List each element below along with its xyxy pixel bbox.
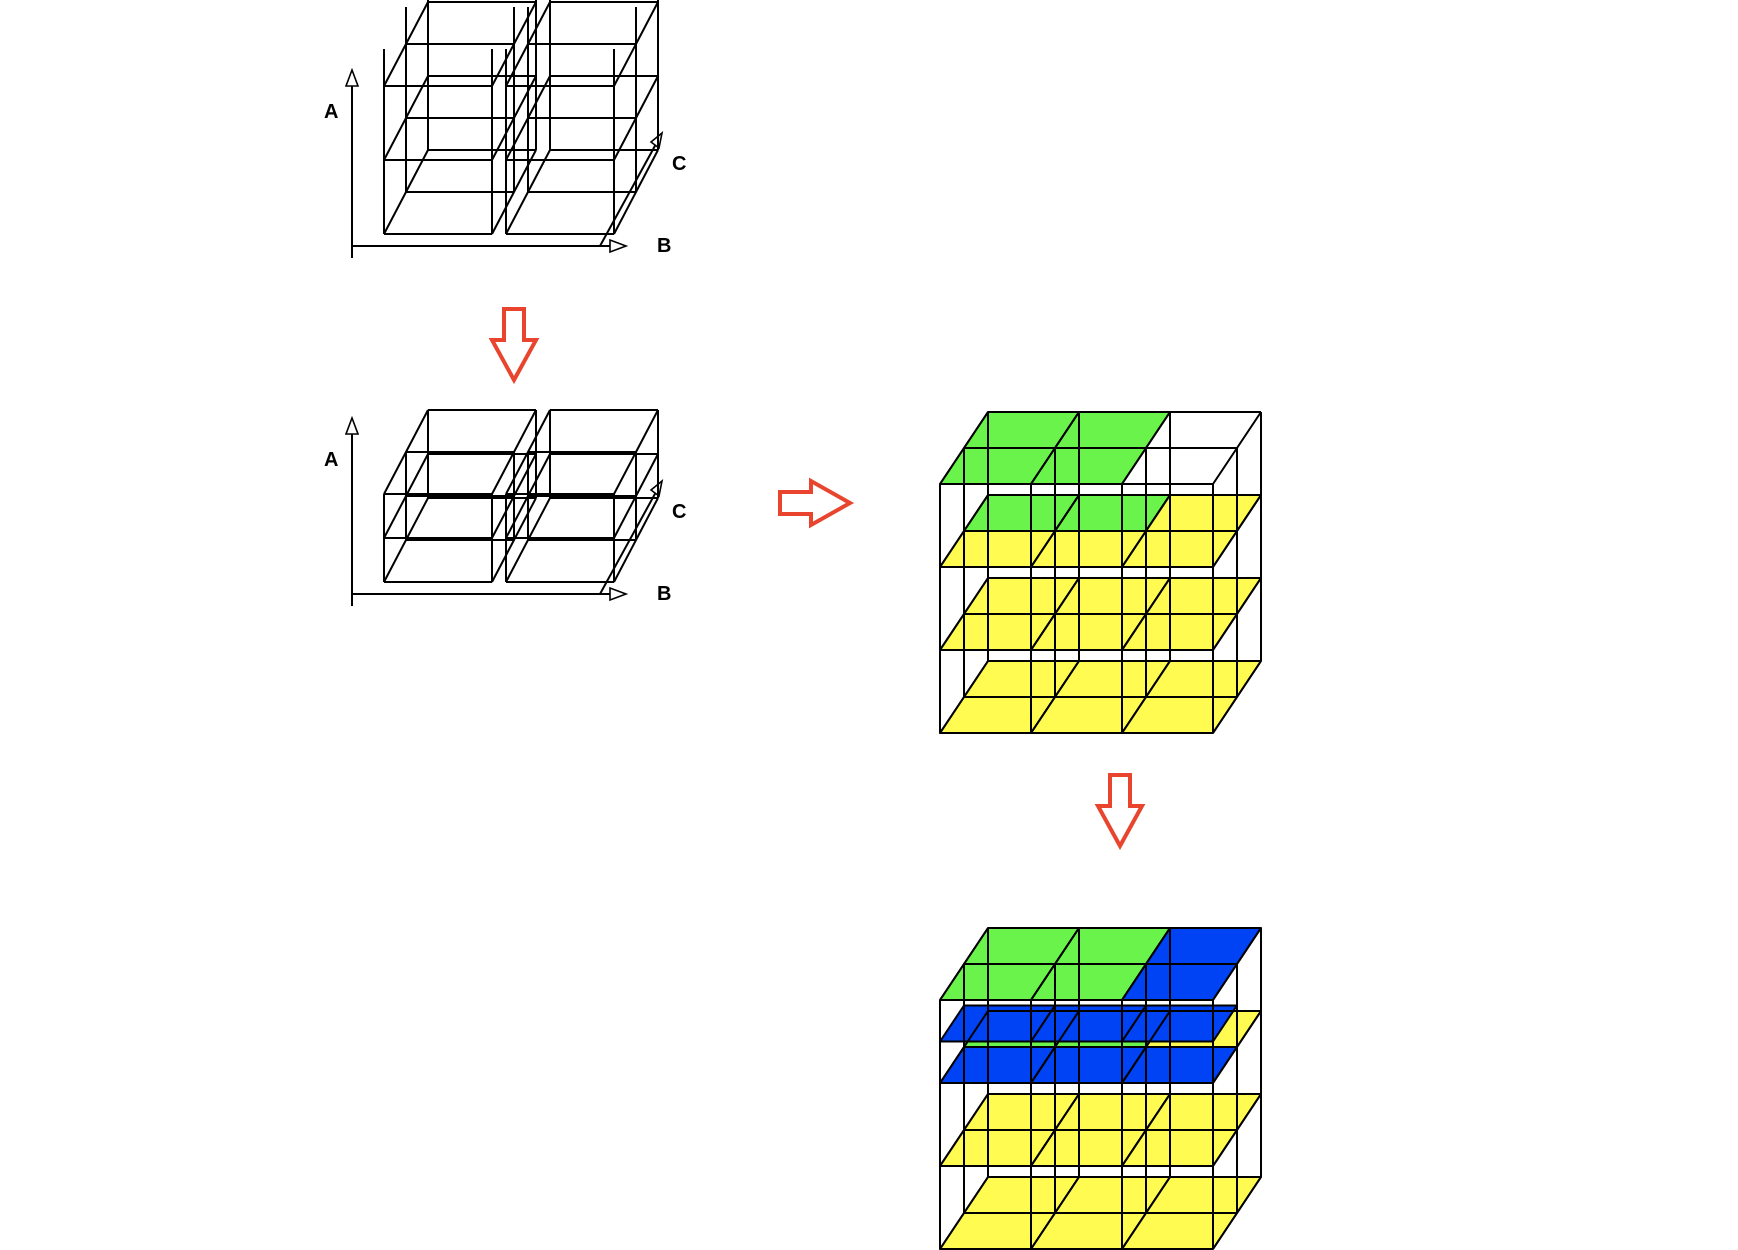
grid-edge-c: [1030, 927, 1080, 1001]
grid-edge-c: [939, 411, 989, 485]
grid-edge-c: [939, 494, 989, 568]
grid-edge-c: [1212, 660, 1262, 734]
flow-arrow-down-1: [488, 307, 540, 385]
grid-edge-c: [1212, 1010, 1262, 1084]
grid-edge-c: [383, 497, 429, 583]
grid-edge-c: [1030, 1093, 1080, 1167]
axis-b-label: B: [657, 235, 671, 257]
axis-a-arrowhead: [344, 415, 360, 435]
grid-edge-c: [1212, 494, 1262, 568]
grid-edge-c: [1212, 577, 1262, 651]
grid-edge-c: [1121, 577, 1171, 651]
grid-edge-c: [491, 409, 537, 495]
stage-green-slices: A B C: [324, 409, 686, 606]
grid-edge-c: [383, 75, 429, 161]
grid-edge-c: [383, 1, 429, 87]
grid-edge-c: [939, 1093, 989, 1167]
grid-edge-c: [1121, 1093, 1171, 1167]
grid-edge-c: [613, 149, 659, 235]
grid-edge-c: [1030, 494, 1080, 568]
axis-b-arrowhead: [609, 238, 629, 254]
grid-edge-c: [613, 1, 659, 87]
grid-edge-c: [1121, 1176, 1171, 1250]
grid-edge-c: [383, 409, 429, 495]
grid-edge-c: [505, 75, 551, 161]
green-yellow-blue-stack: [939, 927, 1262, 1250]
grid-edge-c: [939, 660, 989, 734]
grid-edge-c: [1030, 660, 1080, 734]
grid-edge-c: [1121, 494, 1171, 568]
axis-a-label: A: [324, 449, 338, 471]
axis-a-arrowhead: [344, 67, 360, 87]
axes-stage-1: A B C: [324, 67, 686, 258]
green-yellow-stack: [939, 411, 1262, 734]
grid-edge-c: [939, 577, 989, 651]
stage-empty-grid: A B C: [324, 0, 686, 258]
grid-edge-c: [1121, 660, 1171, 734]
grid-edge-c: [613, 409, 659, 495]
grid-edge-c: [505, 149, 551, 235]
grid-edge-c: [1212, 411, 1262, 485]
grid-edge-c: [939, 1176, 989, 1250]
grid-edge-c: [1121, 1010, 1171, 1084]
green-slice-grid: [383, 409, 659, 583]
grid-edge-c: [613, 453, 659, 539]
grid-edge-c: [505, 497, 551, 583]
axis-c-arrowhead: [649, 130, 664, 150]
flow-arrow-down-2: [1094, 773, 1146, 851]
grid-edge-c: [1212, 1176, 1262, 1250]
grid-edge-c: [1030, 411, 1080, 485]
axis-c-line: [599, 491, 657, 595]
grid-edge-c: [613, 75, 659, 161]
flow-arrow-right: [778, 477, 855, 529]
grid-edge-c: [939, 1010, 989, 1084]
grid-edge-c: [383, 453, 429, 539]
axis-b-label: B: [657, 583, 671, 605]
axes-stage-2: A B C: [324, 415, 686, 606]
grid-edge-c: [505, 453, 551, 539]
grid-edge-c: [1121, 927, 1171, 1001]
grid-edge-c: [505, 1, 551, 87]
axis-c-line: [599, 143, 657, 247]
wireframe-grid-empty: [383, 0, 659, 235]
axis-b-arrowhead: [609, 586, 629, 602]
grid-edge-c: [1121, 411, 1171, 485]
axis-c-label: C: [672, 153, 686, 175]
grid-edge-c: [613, 497, 659, 583]
grid-edge-c: [1212, 1093, 1262, 1167]
grid-edge-c: [505, 409, 551, 495]
axis-a-label: A: [324, 101, 338, 123]
grid-edge-c: [1030, 1176, 1080, 1250]
grid-edge-c: [1030, 1010, 1080, 1084]
axis-c-label: C: [672, 501, 686, 523]
grid-edge-c: [383, 149, 429, 235]
grid-edge-c: [1212, 927, 1262, 1001]
grid-edge-c: [1030, 577, 1080, 651]
axis-c-arrowhead: [649, 478, 664, 498]
grid-edge-c: [939, 927, 989, 1001]
